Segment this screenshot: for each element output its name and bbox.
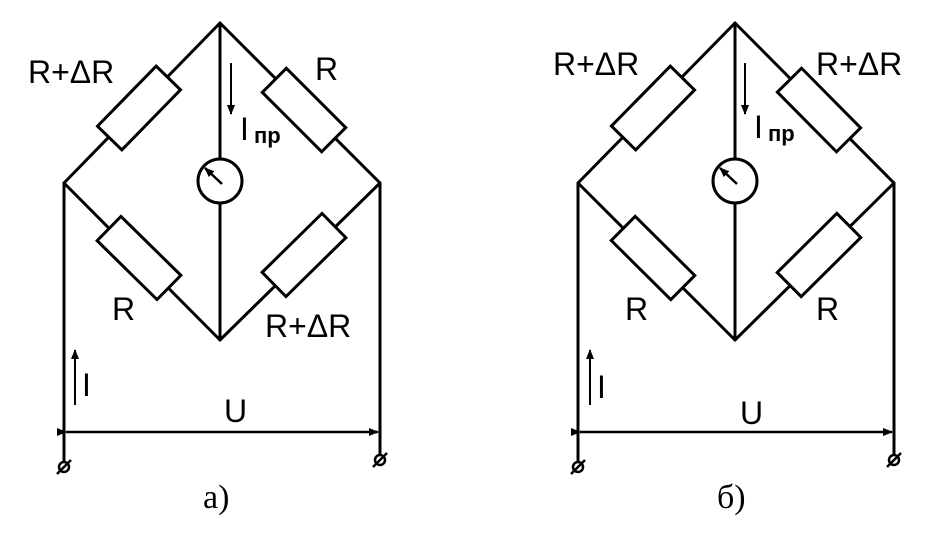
resistor-top-right-b <box>775 66 863 154</box>
label-source-current-a: I <box>82 367 91 403</box>
resistor-top-left-a <box>95 63 183 153</box>
resistor-bottom-left-b <box>609 214 697 302</box>
terminal-right-b <box>886 452 902 468</box>
label-bottom-left-a: R <box>112 291 135 327</box>
terminal-left-a <box>56 459 72 475</box>
label-bottom-left-b: R <box>625 291 648 327</box>
galvanometer-a <box>196 157 244 205</box>
label-voltage-a: U <box>224 393 247 429</box>
galvanometer-needle-icon-b <box>719 167 738 185</box>
label-source-current-b: I <box>597 369 606 405</box>
label-top-left-a: R+ΔR <box>28 54 114 90</box>
galvanometer-needle-icon-a <box>204 167 223 185</box>
bridge-circuit-a: R+ΔR R R R+ΔR I пр I U а) <box>28 21 388 516</box>
caption-a: а) <box>203 479 229 516</box>
caption-b: б) <box>717 479 746 516</box>
label-meter-current-sub-a: пр <box>254 123 281 148</box>
label-bottom-right-a: R+ΔR <box>265 308 351 344</box>
label-top-right-a: R <box>315 51 338 87</box>
galvanometer-b <box>711 157 759 205</box>
terminal-left-b <box>570 459 586 475</box>
label-top-right-b: R+ΔR <box>816 46 902 82</box>
resistor-bottom-right-b <box>775 211 863 299</box>
resistor-bottom-right-a <box>260 211 348 299</box>
resistor-top-left-b <box>609 64 697 152</box>
resistor-top-right-a <box>260 66 348 154</box>
terminal-right-a <box>372 452 388 468</box>
bridge-circuit-b: R+ΔR R+ΔR R R I пр I U б) <box>553 21 902 516</box>
resistor-bottom-left-a <box>95 214 183 302</box>
label-top-left-b: R+ΔR <box>553 46 639 82</box>
label-bottom-right-b: R <box>816 291 839 327</box>
label-meter-current-sub-b: пр <box>768 121 795 146</box>
label-meter-current-b: I <box>754 109 763 145</box>
label-voltage-b: U <box>740 395 763 431</box>
label-meter-current-a: I <box>240 111 249 147</box>
